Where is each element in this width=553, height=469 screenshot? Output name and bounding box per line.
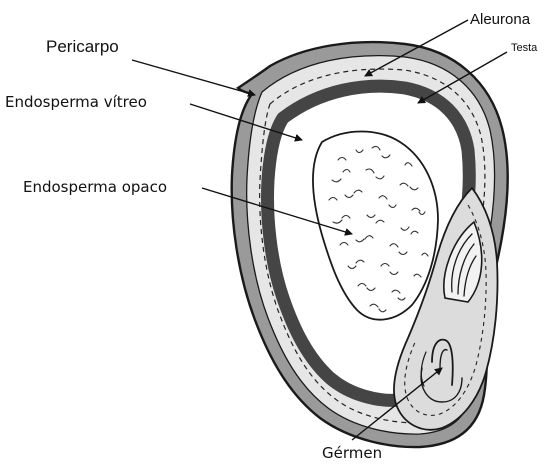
label-endosperma-vitreo: Endosperma vítreo	[5, 95, 147, 110]
label-endosperma-opaco: Endosperma opaco	[23, 180, 167, 195]
label-germen: Gérmen	[322, 446, 382, 461]
label-testa: Testa	[511, 43, 537, 54]
pericarpo-pointer	[132, 60, 255, 95]
label-aleurona: Aleurona	[470, 12, 530, 27]
label-pericarpo: Pericarpo	[46, 38, 119, 55]
